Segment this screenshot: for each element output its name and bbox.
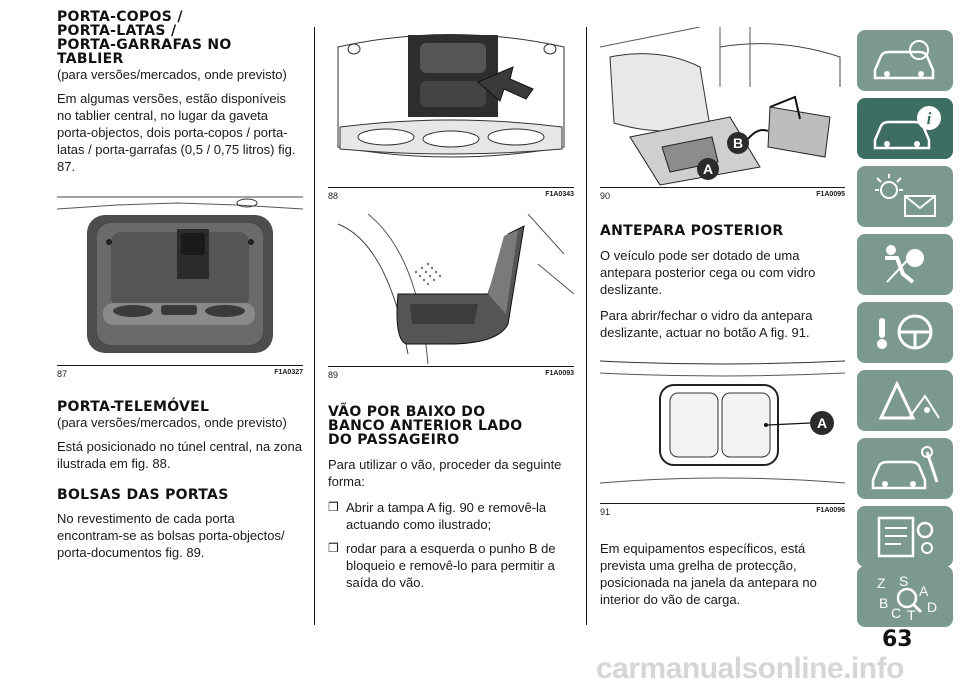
figure-number: 91 xyxy=(600,507,611,517)
index-letter: Z xyxy=(877,575,886,591)
index-letter: T xyxy=(907,607,916,623)
index-letter: S xyxy=(899,573,908,589)
label-a: A xyxy=(817,415,827,431)
column-left: PORTA-COPOS / PORTA-LATAS / PORTA-GARRAF… xyxy=(57,8,303,570)
paragraph: No revestimento de cada porta encontram-… xyxy=(57,511,285,560)
svg-text:i: i xyxy=(927,109,932,128)
section-title-rear-bulkhead: ANTEPARA POSTERIOR xyxy=(600,223,784,239)
section-title-door-pockets: BOLSAS DAS PORTAS xyxy=(57,487,229,503)
cup-holder-illustration xyxy=(57,187,303,365)
sidebar-tab-technical-data[interactable] xyxy=(857,506,953,567)
sidebar-tab-car-dashboard[interactable] xyxy=(857,30,953,91)
car-wrench-icon xyxy=(871,446,939,490)
index-letter: C xyxy=(891,605,901,621)
figure-number: 88 xyxy=(328,191,339,201)
title-line: VÃO POR BAIXO DO xyxy=(328,404,486,420)
technical-data-icon xyxy=(877,516,934,558)
alphabetical-index-icon: Z S A B C T D xyxy=(877,573,937,623)
figure-91: A xyxy=(600,353,845,503)
figure-number: 87 xyxy=(57,369,68,379)
sidebar-tab-index[interactable]: Z S A B C T D xyxy=(857,566,953,627)
section-title-under-seat: VÃO POR BAIXO DO BANCO ANTERIOR LADO DO … xyxy=(328,405,574,447)
title-line: TABLIER xyxy=(57,51,124,67)
title-line: PORTA-GARRAFAS NO xyxy=(57,37,232,53)
figure-code: F1A0343 xyxy=(545,191,574,198)
page-number: 63 xyxy=(882,627,913,652)
section-title-cup-holders: PORTA-COPOS / PORTA-LATAS / PORTA-GARRAF… xyxy=(57,10,303,66)
figure-87-caption: 87 F1A0327 xyxy=(57,365,303,380)
figure-number: 90 xyxy=(600,191,611,201)
figure-code: F1A0096 xyxy=(816,507,845,514)
warning-triangle-icon xyxy=(878,380,940,420)
figure-90: A B xyxy=(600,27,845,187)
column-right: A B 90 F1A0095 ANTEPARA POSTERIOR O veíc… xyxy=(600,27,845,617)
subtitle: (para versões/mercados, onde previsto) xyxy=(57,415,287,430)
under-seat-storage-illustration: A B xyxy=(600,27,845,187)
figure-number: 89 xyxy=(328,370,339,380)
car-dashboard-icon xyxy=(873,40,935,80)
paragraph: Em algumas versões, estão disponíveis no… xyxy=(57,91,296,174)
sidebar-tab-starting-driving[interactable] xyxy=(857,302,953,363)
label-a: A xyxy=(703,161,713,177)
figure-88 xyxy=(328,27,574,187)
figure-90-caption: 90 F1A0095 xyxy=(600,187,845,202)
figure-88-caption: 88 F1A0343 xyxy=(328,187,574,202)
column-divider xyxy=(586,27,587,625)
title-line: PORTA-LATAS / xyxy=(57,23,177,39)
index-letter: B xyxy=(879,595,888,611)
steering-wheel-icon xyxy=(877,314,933,350)
sidebar-tab-maintenance[interactable] xyxy=(857,438,953,499)
airbag-seat-icon xyxy=(885,245,924,284)
column-divider xyxy=(314,27,315,625)
figure-89-caption: 89 F1A0093 xyxy=(328,366,574,381)
figure-code: F1A0095 xyxy=(816,191,845,198)
phone-holder-illustration xyxy=(328,27,574,187)
paragraph: Para utilizar o vão, proceder da seguint… xyxy=(328,457,562,489)
index-letter: D xyxy=(927,599,937,615)
sidebar-tab-safety[interactable] xyxy=(857,234,953,295)
figure-code: F1A0327 xyxy=(274,369,303,376)
warning-lights-icon xyxy=(875,174,936,217)
checkbox-bullet-icon: ❒ xyxy=(328,500,339,514)
figure-91-caption: 91 F1A0096 xyxy=(600,503,845,518)
sidebar-tab-emergency[interactable] xyxy=(857,370,953,431)
sliding-window-illustration: A xyxy=(600,353,845,503)
paragraph: Em equipamentos específicos, está previs… xyxy=(600,541,817,607)
bullet-item: ❒ Abrir a tampa A fig. 90 e removê-la ac… xyxy=(328,499,574,533)
bullet-item: ❒ rodar para a esquerda o punho B de blo… xyxy=(328,540,574,591)
title-line: DO PASSAGEIRO xyxy=(328,432,460,448)
checkbox-bullet-icon: ❒ xyxy=(328,541,339,555)
label-b: B xyxy=(733,135,743,151)
paragraph: Para abrir/fechar o vidro da antepara de… xyxy=(600,308,813,340)
bullet-text: rodar para a esquerda o punho B de bloqu… xyxy=(346,541,556,590)
title-line: PORTA-COPOS / xyxy=(57,9,183,25)
index-letter: A xyxy=(919,583,929,599)
title-line: BANCO ANTERIOR LADO xyxy=(328,418,523,434)
bullet-text: Abrir a tampa A fig. 90 e removê-la actu… xyxy=(346,500,547,532)
figure-87 xyxy=(57,187,303,365)
car-info-icon: i xyxy=(873,106,941,150)
figure-code: F1A0093 xyxy=(545,370,574,377)
paragraph: O veículo pode ser dotado de uma antepar… xyxy=(600,248,816,297)
column-middle: 88 F1A0343 89 F1A0093 VÃO POR BAIXO DO B… xyxy=(328,27,574,598)
sidebar-tab-warning-lights[interactable] xyxy=(857,166,953,227)
figure-89 xyxy=(328,214,574,366)
door-pocket-illustration xyxy=(328,214,574,366)
sidebar-tab-car-info[interactable]: i xyxy=(857,98,953,159)
section-title-phone-holder: PORTA-TELEMÓVEL xyxy=(57,399,210,415)
watermark: carmanualsonline.info xyxy=(596,652,904,685)
subtitle: (para versões/mercados, onde previsto) xyxy=(57,67,287,82)
paragraph: Está posicionado no túnel central, na zo… xyxy=(57,439,303,471)
